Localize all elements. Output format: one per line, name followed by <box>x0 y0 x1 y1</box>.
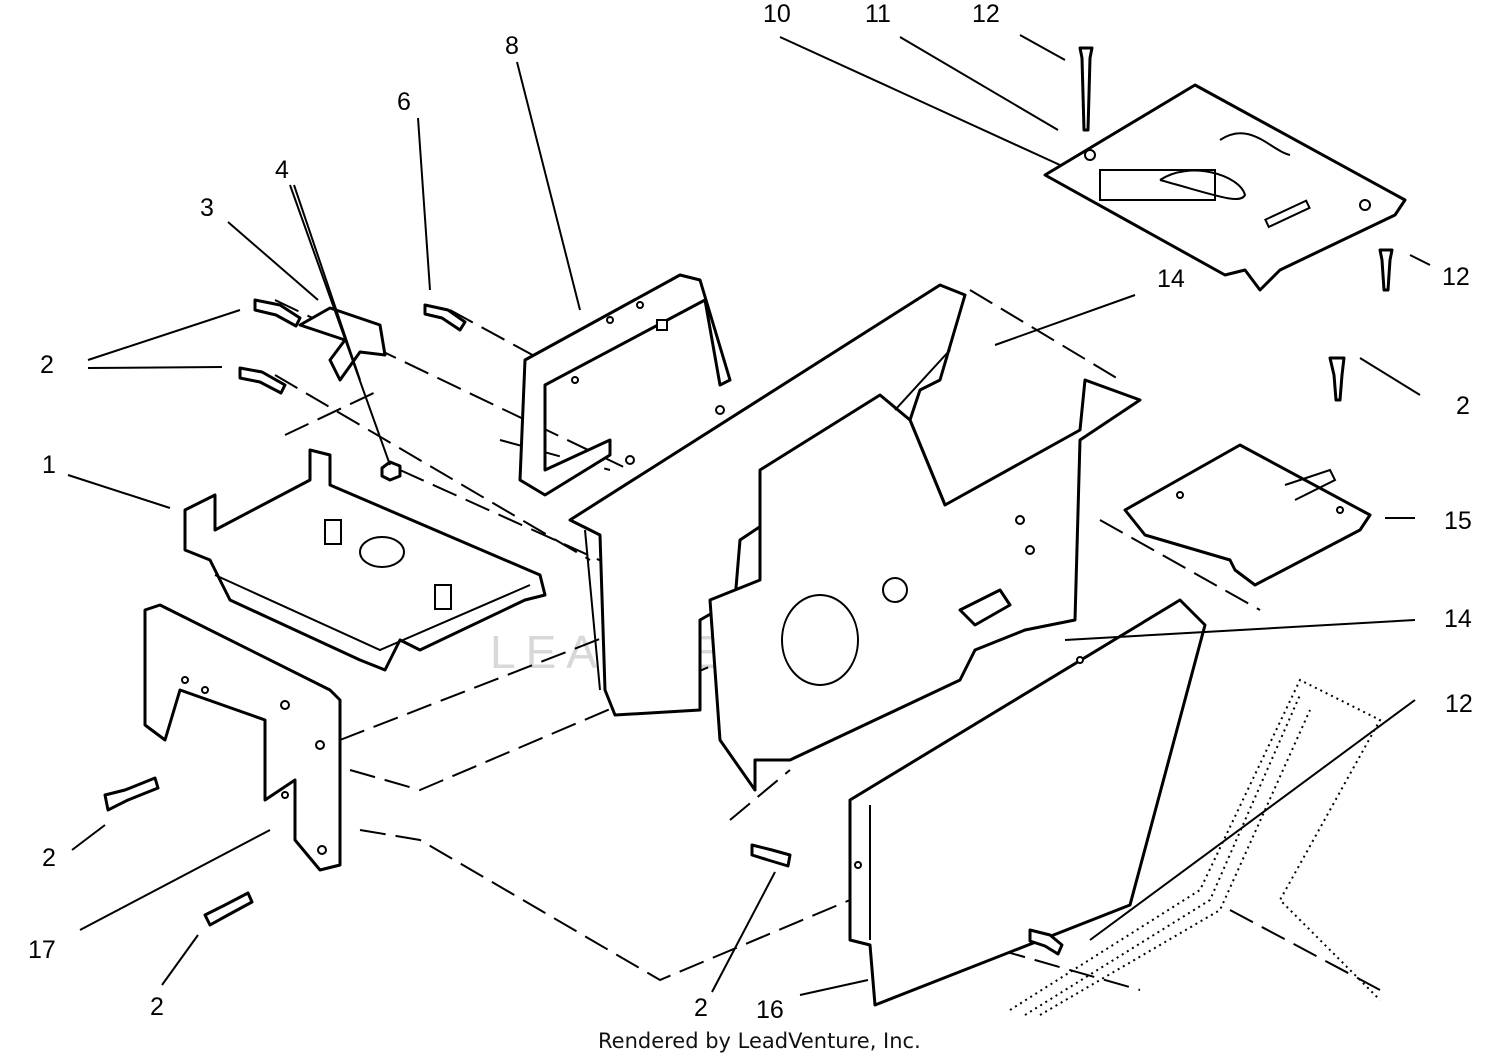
callout-14: 14 <box>1157 265 1185 293</box>
bolt-icon <box>750 843 792 868</box>
callout-2: 2 <box>40 351 54 379</box>
callout-4: 4 <box>275 156 289 184</box>
callout-labels: 1 2 2 2 2 2 3 4 6 8 10 11 12 12 12 14 14… <box>28 0 1473 1024</box>
assembly-lines <box>274 289 1381 991</box>
bolt-icon <box>203 891 254 927</box>
credit-text: Rendered by LeadVenture, Inc. <box>598 1029 921 1053</box>
callout-10: 10 <box>763 0 791 28</box>
part-8-channel <box>518 273 732 497</box>
callout-2: 2 <box>150 993 164 1021</box>
callout-11: 11 <box>865 0 891 28</box>
callout-12: 12 <box>1442 263 1470 291</box>
callout-8: 8 <box>505 32 519 60</box>
part-1-mounting-plate <box>183 448 547 672</box>
callout-2: 2 <box>1456 392 1470 420</box>
bolt-icon <box>238 366 287 395</box>
part-4-nut <box>380 460 402 482</box>
callout-1: 1 <box>42 451 56 479</box>
part-15-small-plate <box>1123 443 1372 587</box>
bolt-icon <box>103 776 160 812</box>
bolt-icon <box>1328 356 1346 402</box>
callout-2: 2 <box>694 994 708 1022</box>
part-3-bracket <box>298 306 387 382</box>
part-inner-panel <box>708 378 1142 792</box>
bolt-icon <box>423 303 467 332</box>
callout-12: 12 <box>972 0 1000 28</box>
leader-lines <box>67 34 1431 996</box>
callout-16: 16 <box>756 996 784 1024</box>
callout-3: 3 <box>200 194 214 222</box>
callout-6: 6 <box>397 88 411 116</box>
bolt-icon <box>253 298 302 328</box>
bolt-icon <box>1028 928 1064 956</box>
bolt-icon <box>1078 46 1094 132</box>
callout-2: 2 <box>42 844 56 872</box>
callout-14: 14 <box>1444 605 1472 633</box>
frame-outline-dotted <box>1009 678 1382 1016</box>
part-16-side-panel <box>848 598 1207 1007</box>
callout-17: 17 <box>28 936 56 964</box>
bolts <box>103 46 1394 956</box>
callout-15: 15 <box>1444 507 1472 535</box>
part-17-front-plate <box>143 603 342 872</box>
callout-12: 12 <box>1445 690 1473 718</box>
part-10-top-plate <box>1043 83 1407 292</box>
bolt-icon <box>1378 248 1394 292</box>
